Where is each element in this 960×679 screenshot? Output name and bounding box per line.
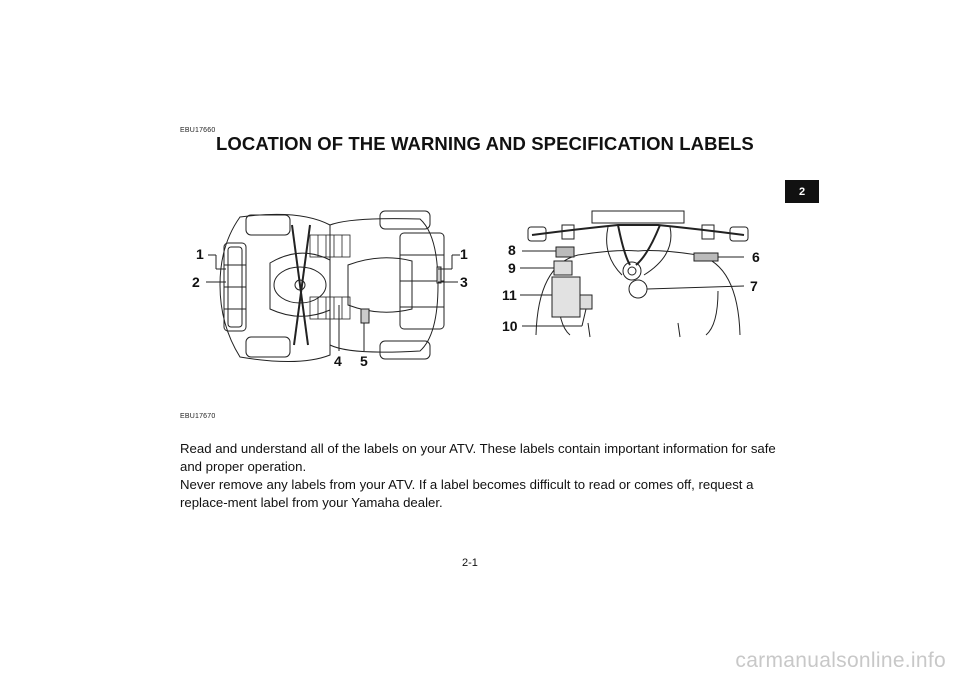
callout-2: 2: [192, 274, 200, 290]
page-number: 2-1: [462, 557, 478, 569]
callout-8: 8: [508, 242, 516, 258]
callout-3: 3: [460, 274, 468, 290]
atv-top-view-illustration: 1 2 1 3 4 5: [192, 210, 468, 369]
callout-10: 10: [502, 318, 518, 334]
paragraph-read-labels: Read and understand all of the labels on…: [180, 441, 776, 474]
section-code-top: EBU17660: [180, 127, 216, 134]
callout-9: 9: [508, 260, 516, 276]
watermark: carmanualsonline.info: [735, 649, 946, 672]
callout-4: 4: [334, 353, 342, 369]
callout-7: 7: [750, 278, 758, 294]
callout-1-right: 1: [460, 246, 468, 262]
paragraph-never-remove: Never remove any labels from your ATV. I…: [180, 477, 754, 510]
chapter-tab[interactable]: 2: [785, 180, 819, 203]
atv-handlebar-view-illustration: 8 9 11 10 6 7: [502, 210, 760, 338]
callout-1-left: 1: [196, 246, 204, 262]
callout-5: 5: [360, 353, 368, 369]
section-code-body: EBU17670: [180, 413, 216, 420]
page-title: LOCATION OF THE WARNING AND SPECIFICATIO…: [216, 133, 754, 154]
callout-11: 11: [502, 287, 517, 303]
callout-6: 6: [752, 249, 760, 265]
